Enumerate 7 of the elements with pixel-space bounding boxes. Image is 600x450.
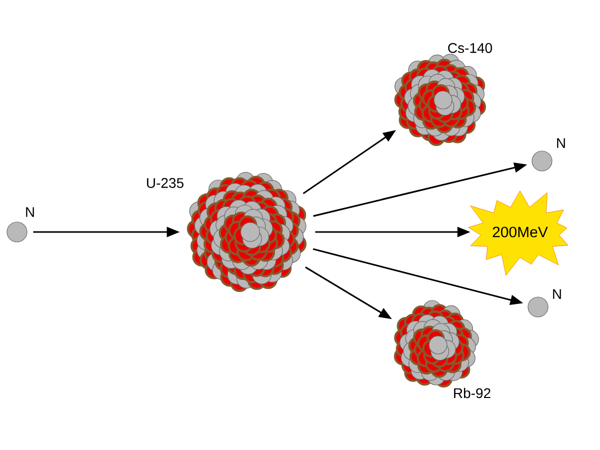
particle-label: N [26,207,34,217]
particle-label: N [553,289,561,299]
particle-label: N [557,138,565,148]
particle-label: Cs-140 [448,43,492,53]
particle-label: U-235 [147,178,184,188]
starburst: 200MeV [468,190,568,276]
particle-label: Rb-92 [454,388,490,398]
